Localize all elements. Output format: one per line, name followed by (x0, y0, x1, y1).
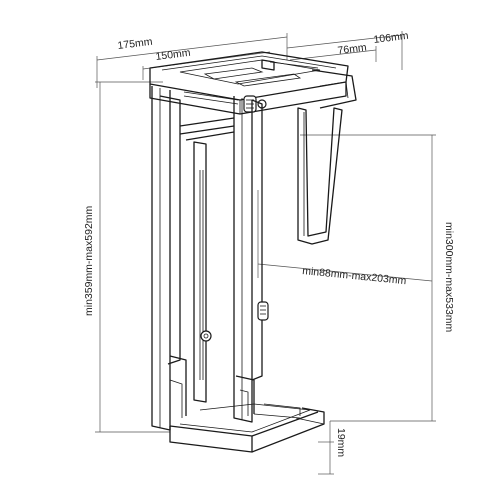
side-knob-icon (257, 301, 269, 321)
bottom-tray (169, 403, 325, 453)
top-mounting-plate (149, 51, 357, 115)
top-inner-depth-label: 150mm (155, 47, 191, 63)
base-height-label: 19mm (335, 428, 347, 457)
dimension-lines (95, 31, 436, 475)
overall-height-label: min359mm-max592mm (83, 205, 95, 316)
pc-holder-drawing (149, 51, 357, 453)
top-depth-label: 175mm (117, 36, 153, 52)
inner-bracket (179, 117, 235, 403)
rear-clamp-arm (297, 107, 343, 245)
right-rail (233, 96, 263, 423)
top-inner-width-label: 76mm (337, 41, 368, 56)
width-range-label: min88mm-max203mm (302, 265, 407, 287)
top-width-label: 106mm (373, 30, 409, 46)
dimension-labels: 175mm 150mm 106mm 76mm min359mm-max592mm… (83, 30, 455, 458)
left-rail (151, 86, 187, 431)
clamp-height-label: min300mm-max533mm (443, 222, 455, 333)
middle-knob-icon (200, 330, 212, 342)
